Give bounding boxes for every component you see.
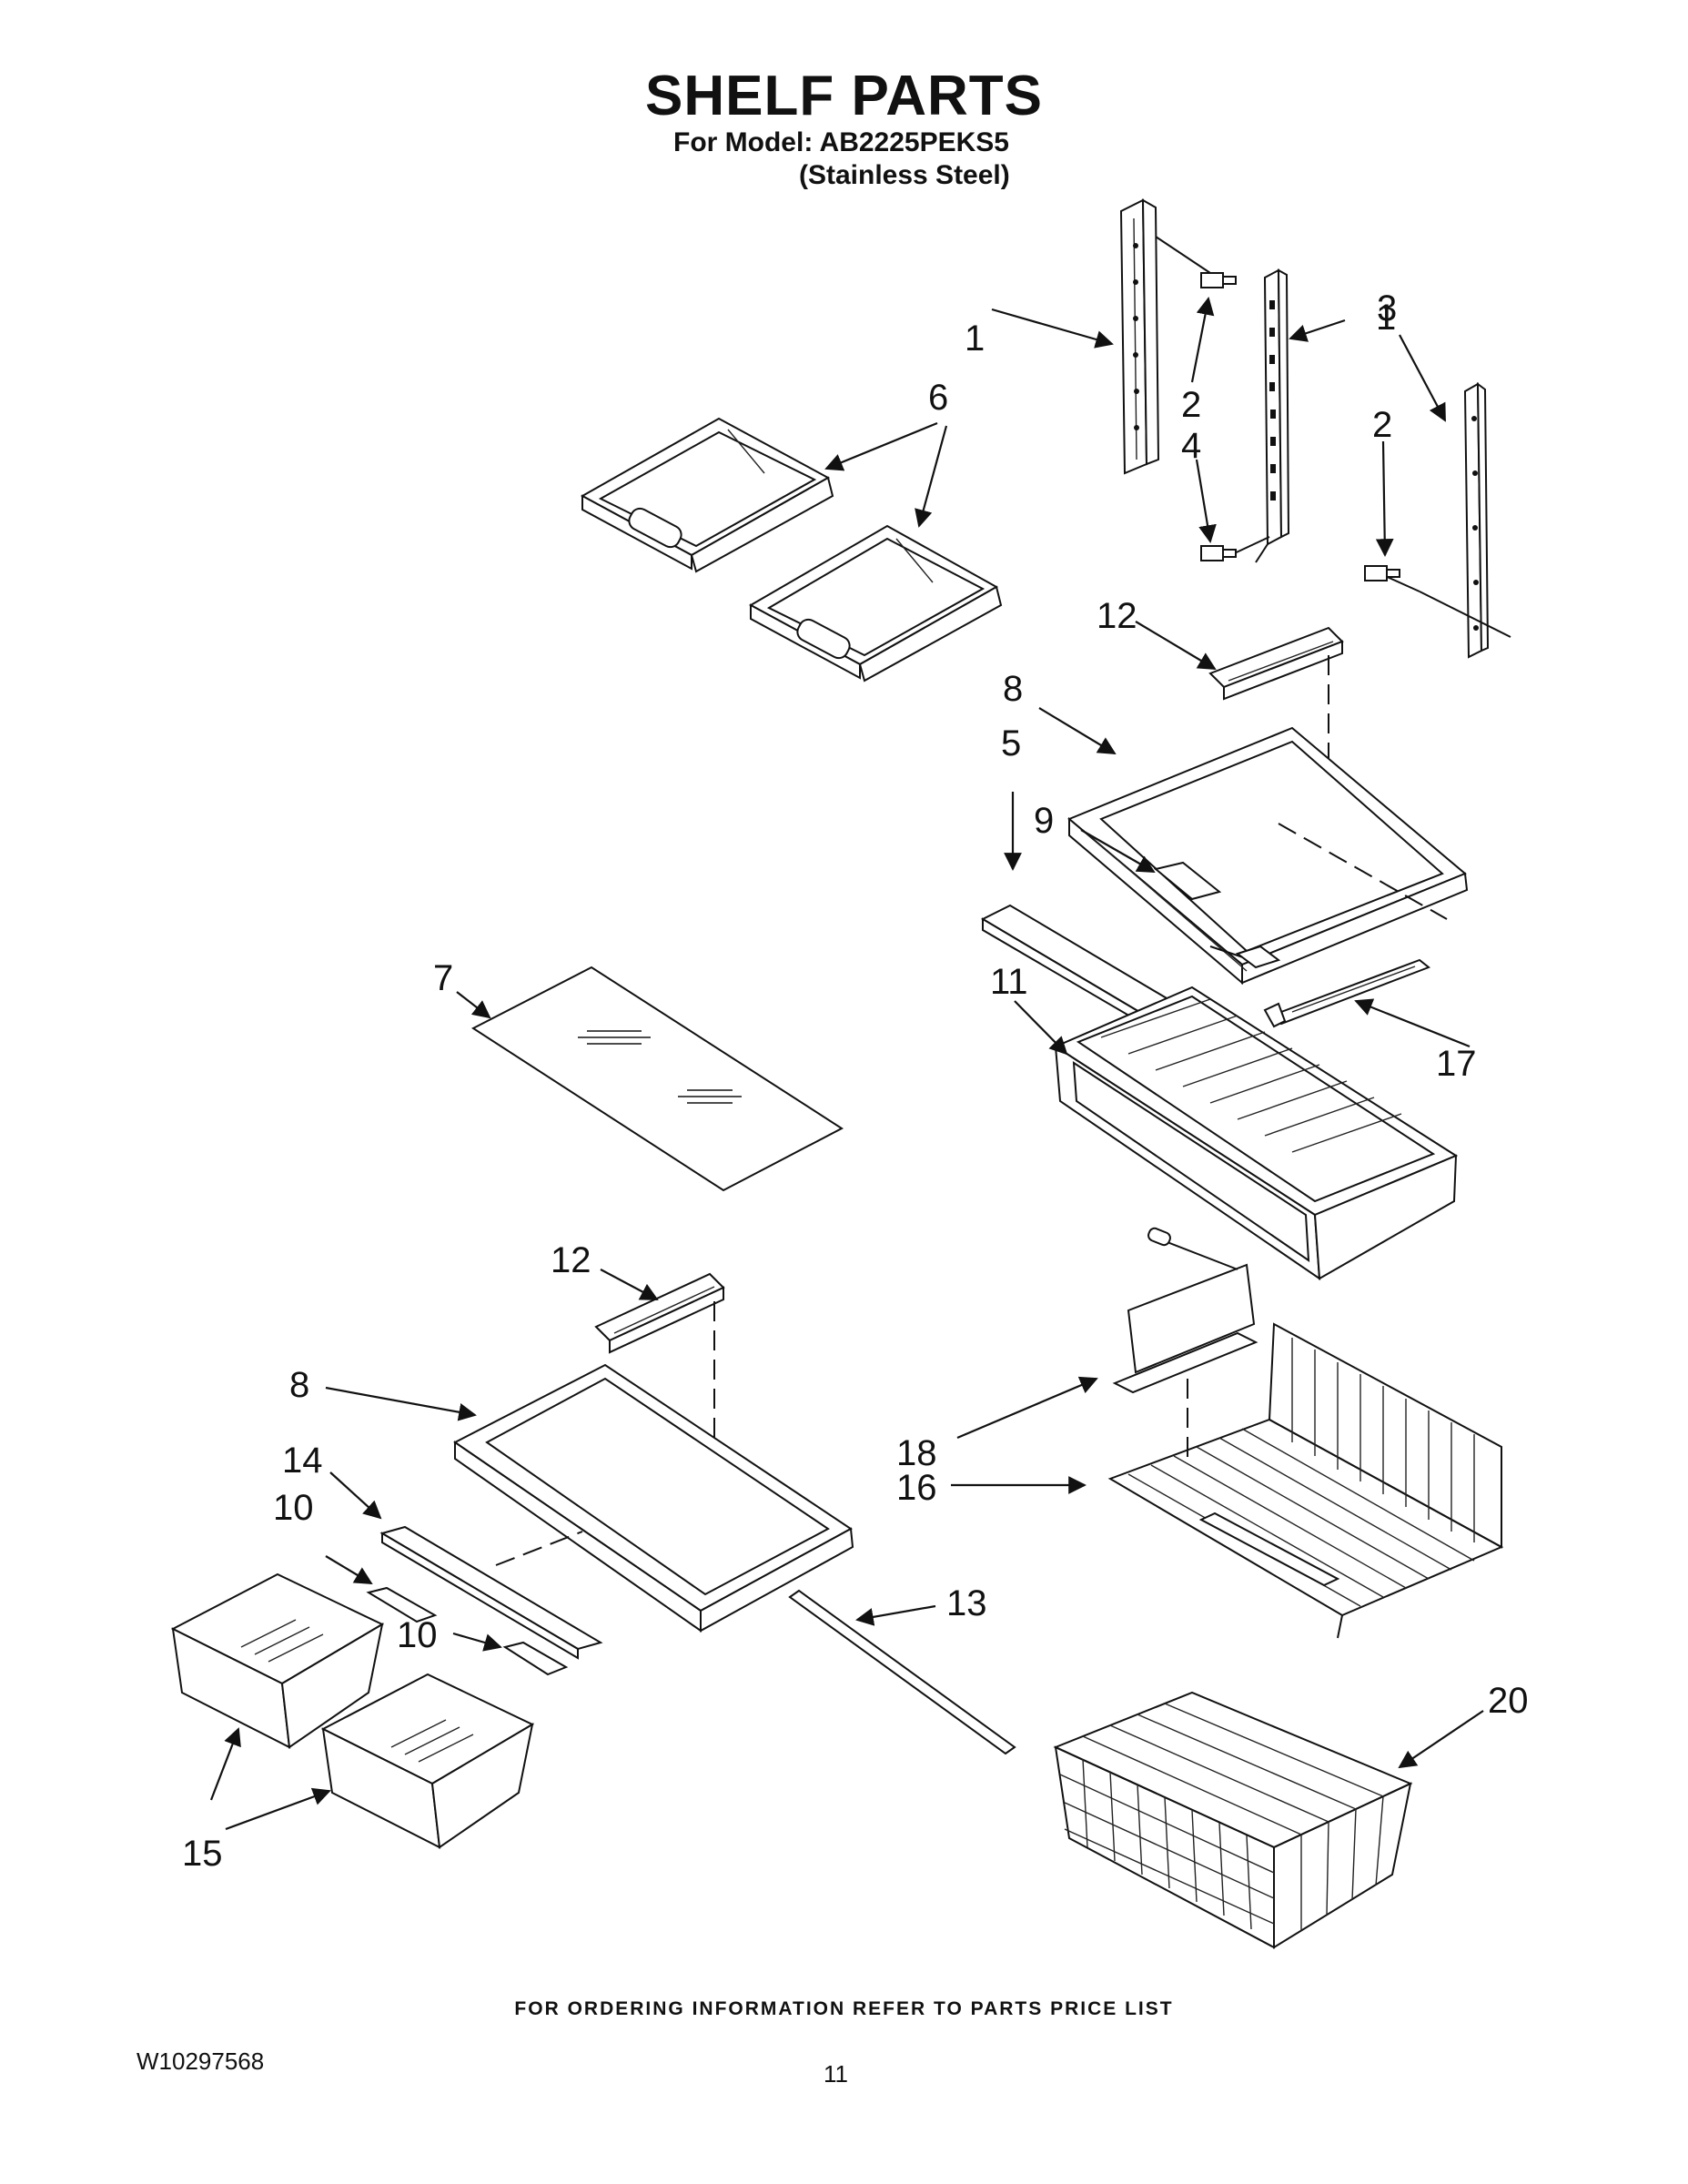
- crisper-bin-15-right: [320, 1673, 535, 1849]
- door-shelf-6-lower: [748, 524, 1003, 682]
- shelf-slide-12-upper: [1208, 626, 1344, 701]
- callout-2-right: 2: [1372, 405, 1392, 445]
- screw-4: [1200, 536, 1270, 561]
- screw-2-right: [1364, 565, 1420, 592]
- callout-6: 6: [928, 378, 948, 418]
- callout-12-lower: 12: [551, 1240, 591, 1280]
- shelf-frame-8-upper: [1067, 726, 1469, 986]
- callout-20: 20: [1488, 1681, 1529, 1721]
- callout-18: 18: [896, 1433, 937, 1473]
- dash-guide: [1278, 823, 1448, 920]
- shelf-rail-3: [1255, 268, 1290, 563]
- divider-18: [1112, 1227, 1258, 1394]
- screw-2-upper: [1155, 236, 1237, 288]
- callout-2-upper: 2: [1181, 385, 1201, 425]
- ordering-note: FOR ORDERING INFORMATION REFER TO PARTS …: [514, 1998, 1174, 2019]
- shelf-slide-12-lower: [594, 1272, 725, 1354]
- shelf-rod-13: [788, 1589, 1016, 1755]
- shelf-rail-1-right: [1419, 381, 1511, 659]
- shelf-bracket-17: [1263, 958, 1430, 1028]
- callout-17: 17: [1436, 1044, 1477, 1084]
- callout-7: 7: [433, 958, 453, 998]
- crisper-bin-15-left: [170, 1572, 385, 1749]
- glass-shelf-7: [471, 966, 844, 1192]
- model-line: For Model: AB2225PEKS5: [673, 127, 1009, 157]
- shelf-clip-10-upper: [366, 1586, 438, 1623]
- leader-arrows: [209, 297, 1484, 1831]
- deli-drawer-11: [1053, 986, 1459, 1280]
- wire-basket-16: [1107, 1322, 1504, 1639]
- door-shelf-6-upper: [580, 417, 834, 573]
- page-title: SHELF PARTS: [645, 65, 1043, 127]
- callout-1-left: 1: [965, 318, 985, 359]
- shelf-rail-1-left: [1119, 198, 1160, 475]
- callout-12-upper: 12: [1097, 596, 1137, 636]
- document-number: W10297568: [136, 2048, 265, 2075]
- callout-16: 16: [896, 1468, 937, 1508]
- callout-5: 5: [1001, 723, 1021, 763]
- page-number: 11: [824, 2060, 848, 2088]
- callout-13: 13: [946, 1583, 987, 1623]
- wire-basket-20: [1053, 1691, 1413, 1949]
- shelf-trim-14: [379, 1525, 603, 1660]
- callout-11: 11: [990, 962, 1028, 1002]
- callout-8-upper: 8: [1003, 669, 1023, 709]
- callout-10-upper: 10: [273, 1488, 314, 1528]
- callout-9: 9: [1034, 801, 1054, 841]
- shelf-clip-10-lower: [502, 1641, 569, 1676]
- shelf-frame-8-lower: [453, 1363, 854, 1633]
- callout-8-lower: 8: [289, 1365, 309, 1405]
- callout-3: 3: [1377, 288, 1397, 329]
- callout-1-right: 1: [1376, 298, 1396, 338]
- variant-line: (Stainless Steel): [799, 160, 1010, 190]
- dash-guide: [495, 1531, 583, 1566]
- callout-14: 14: [282, 1441, 323, 1481]
- callout-15: 15: [182, 1834, 223, 1874]
- callout-4: 4: [1181, 426, 1201, 466]
- callout-10-lower: 10: [397, 1615, 438, 1655]
- shelf-clip-9: [1153, 861, 1281, 969]
